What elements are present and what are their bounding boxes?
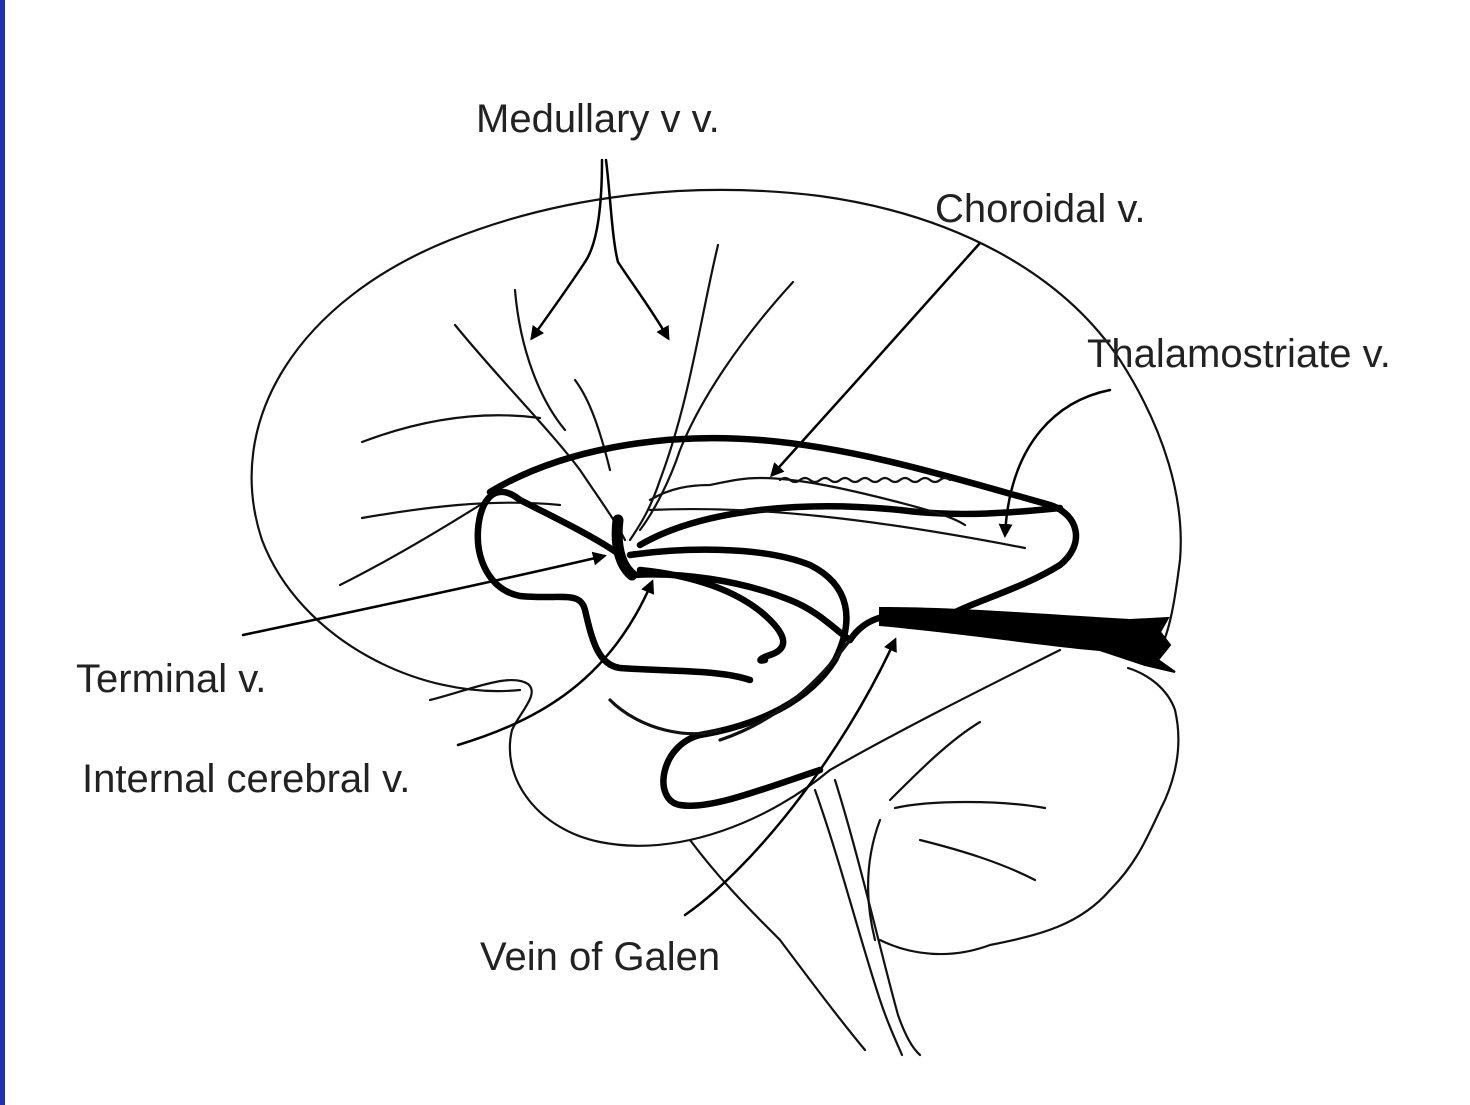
brainstem-outline-inner <box>835 780 920 1055</box>
medullary-pointer-stem-2 <box>606 160 618 262</box>
cerebellum-outline <box>880 668 1178 954</box>
medullary-pointer-stem <box>585 160 602 262</box>
lower-arc <box>610 700 720 734</box>
internal-cerebral-vein <box>632 574 850 640</box>
medullary-vein-3 <box>630 245 718 540</box>
label-medullary-veins: Medullary v v. <box>476 97 720 141</box>
label-terminal-vein: Terminal v. <box>76 657 266 701</box>
label-choroidal-vein: Choroidal v. <box>935 187 1145 231</box>
brainstem-outline-back <box>815 790 902 1055</box>
medullary-vein-2 <box>515 290 565 430</box>
medullary-arrow-right <box>618 262 668 338</box>
choroidal-arrow <box>772 243 980 475</box>
internal-cerebral-arrow <box>458 582 652 745</box>
temporal-lobe-outline <box>430 680 830 846</box>
temporal-horn <box>640 570 783 661</box>
cerebellum-folium-2 <box>920 840 1035 880</box>
medullary-vein-7 <box>340 505 480 585</box>
straight-sinus <box>880 608 1175 672</box>
ventricle-inner-arc <box>640 506 1060 545</box>
medullary-vein-5 <box>362 415 540 442</box>
label-thalamostriate-vein: Thalamostriate v. <box>1087 332 1391 376</box>
label-vein-of-galen: Vein of Galen <box>480 935 720 979</box>
choroidal-vein <box>650 478 965 525</box>
cerebellum-folium-3 <box>890 722 980 800</box>
label-internal-cerebral-vein: Internal cerebral v. <box>82 757 410 801</box>
cerebellum-folium-1 <box>895 802 1045 808</box>
terminal-vein-junction <box>617 520 632 575</box>
medullary-arrow-left <box>532 262 585 338</box>
tentorium-line <box>830 650 1060 770</box>
